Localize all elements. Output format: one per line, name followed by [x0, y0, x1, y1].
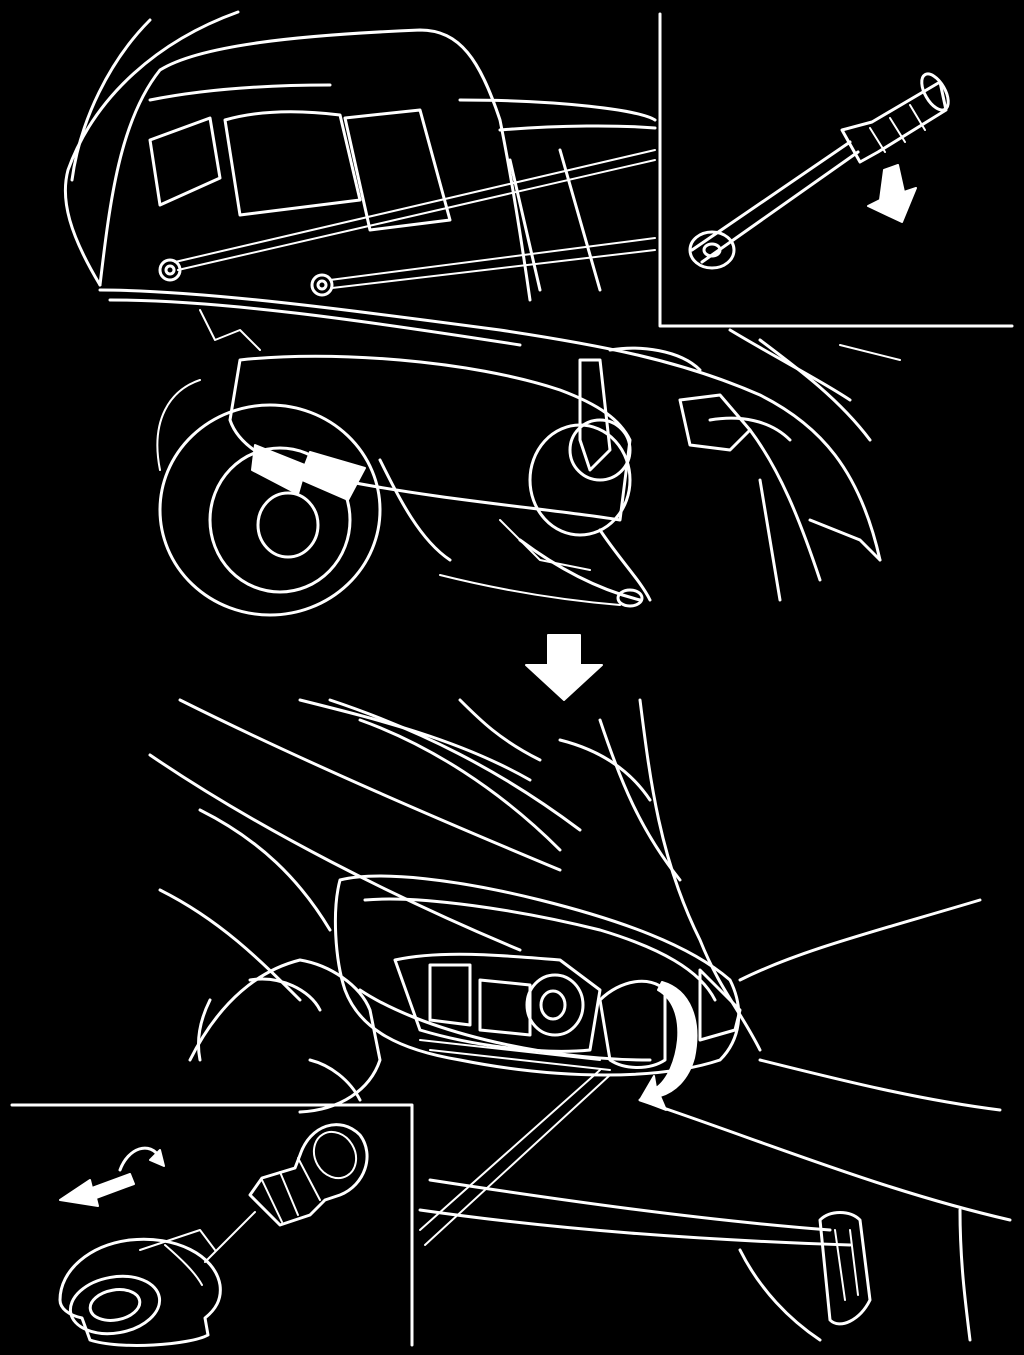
- down-arrow-icon: [525, 634, 603, 701]
- bulb-icon: [248, 1123, 369, 1227]
- hand-icon: [188, 958, 382, 1114]
- bulb-inset: [10, 1103, 414, 1347]
- pull-arrow-icon: [251, 444, 366, 501]
- socket-icon: [58, 1229, 222, 1347]
- rotate-arrow-icon: [639, 981, 698, 1111]
- bottom-panel-lamp-access: [148, 698, 1012, 1342]
- tool-inset: [658, 12, 1014, 328]
- top-panel-undercarriage: [63, 10, 901, 617]
- down-arrow-icon: [867, 164, 917, 223]
- clip-icon: [688, 230, 736, 270]
- screwdriver-icon: [690, 72, 950, 264]
- hand-icon: [818, 1211, 872, 1326]
- rotate-pull-arrow-icon: [59, 1146, 165, 1207]
